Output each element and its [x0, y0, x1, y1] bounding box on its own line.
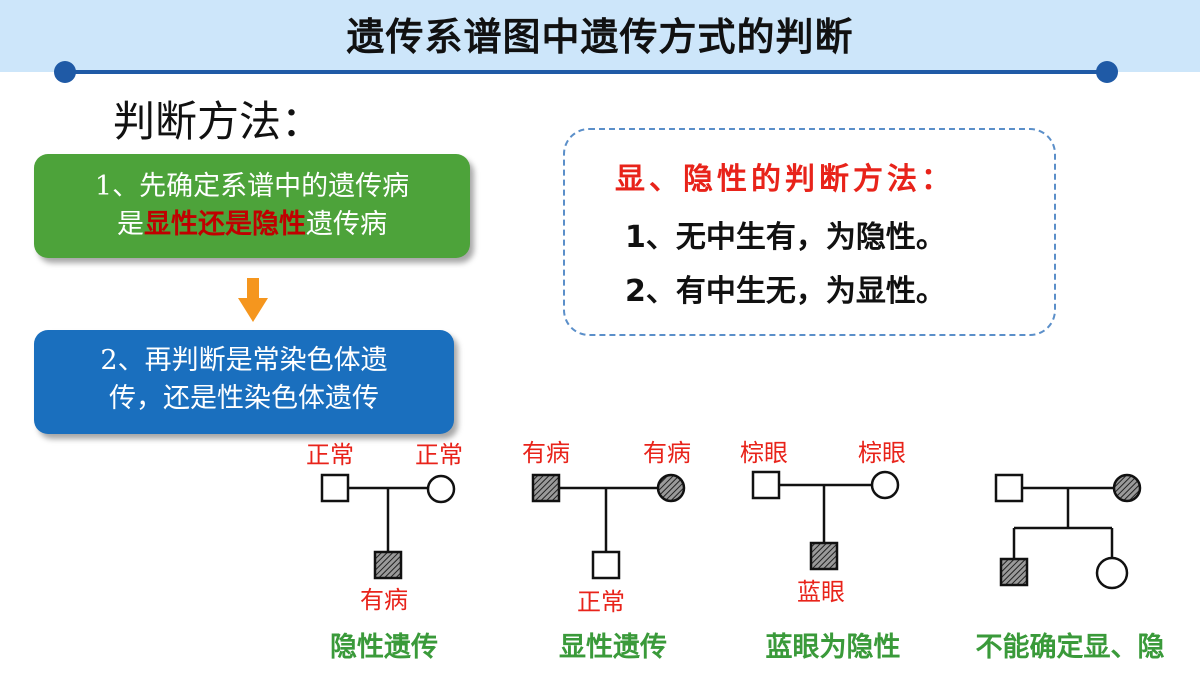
arrow-down-icon — [238, 278, 268, 322]
rule-dominant: 2、有中生无，为显性。 — [625, 274, 946, 309]
p1-caption: 隐性遗传 — [330, 632, 438, 663]
p4-caption: 不能确定显、隐 — [976, 631, 1165, 663]
pedigree-2 — [531, 473, 686, 580]
divider-left-dot — [54, 61, 76, 83]
pedigree-4 — [994, 473, 1142, 590]
p3-child-affected-square — [809, 541, 839, 571]
title-divider — [64, 70, 1106, 74]
p1-father-label: 正常 — [306, 441, 354, 469]
p3-caption: 蓝眼为隐性 — [766, 632, 901, 663]
p1-child-label: 有病 — [360, 586, 408, 614]
p4-daughter-circle — [1095, 556, 1129, 590]
p1-mother-circle — [426, 474, 456, 504]
step2-box: 2、再判断是常染色体遗 传，还是性染色体遗传 — [34, 330, 454, 434]
p2-caption: 显性遗传 — [559, 632, 667, 663]
method-heading: 判断方法： — [113, 97, 324, 146]
p3-mother-label: 棕眼 — [858, 439, 906, 467]
pedigree-labels: 正常 正常 有病 有病 有病 正常 棕眼 棕眼 蓝眼 — [306, 439, 906, 616]
pedigree-captions: 隐性遗传 显性遗传 蓝眼为隐性 不能确定显、隐 — [330, 631, 1165, 663]
step1-emphasis: 显性还是隐性 — [144, 209, 306, 240]
rule-recessive: 1、无中生有，为隐性。 — [625, 220, 946, 255]
step2-line2: 传，还是性染色体遗传 — [109, 383, 379, 414]
p2-child-label: 正常 — [577, 588, 625, 616]
pedigree-3 — [751, 470, 900, 571]
p2-mother-label: 有病 — [643, 439, 691, 467]
p3-child-label: 蓝眼 — [797, 578, 845, 606]
step1-line2: 是显性还是隐性遗传病 — [34, 206, 470, 244]
divider-right-dot — [1096, 61, 1118, 83]
step1-line2-pre: 是 — [117, 209, 144, 240]
step2-line1: 2、再判断是常染色体遗 — [100, 345, 388, 376]
p4-father-square — [994, 473, 1024, 503]
header-bar — [0, 0, 1200, 72]
step1-line1: 1、先确定系谱中的遗传病 — [94, 171, 410, 202]
p3-father-label: 棕眼 — [740, 439, 788, 467]
p3-mother-circle — [870, 470, 900, 500]
p2-mother-affected-circle — [656, 473, 686, 503]
dominance-rule-box: 显、隐性的判断方法： 1、无中生有，为隐性。 2、有中生无，为显性。 — [563, 128, 1056, 336]
step1-box: 1、先确定系谱中的遗传病 是显性还是隐性遗传病 — [34, 154, 470, 258]
p2-father-label: 有病 — [522, 439, 570, 467]
p1-mother-label: 正常 — [415, 441, 463, 469]
rule-box-title: 显、隐性的判断方法： — [615, 162, 955, 197]
step1-line2-post: 遗传病 — [306, 209, 387, 240]
p3-father-square — [751, 470, 781, 500]
p2-child-square — [591, 550, 621, 580]
p2-father-affected-square — [531, 473, 561, 503]
p1-father-square — [320, 473, 350, 503]
p4-mother-affected-circle — [1112, 473, 1142, 503]
page-title: 遗传系谱图中遗传方式的判断 — [346, 15, 854, 59]
p1-child-affected-square — [373, 550, 403, 580]
p4-son-affected-square — [999, 557, 1029, 587]
pedigree-1 — [320, 473, 456, 580]
